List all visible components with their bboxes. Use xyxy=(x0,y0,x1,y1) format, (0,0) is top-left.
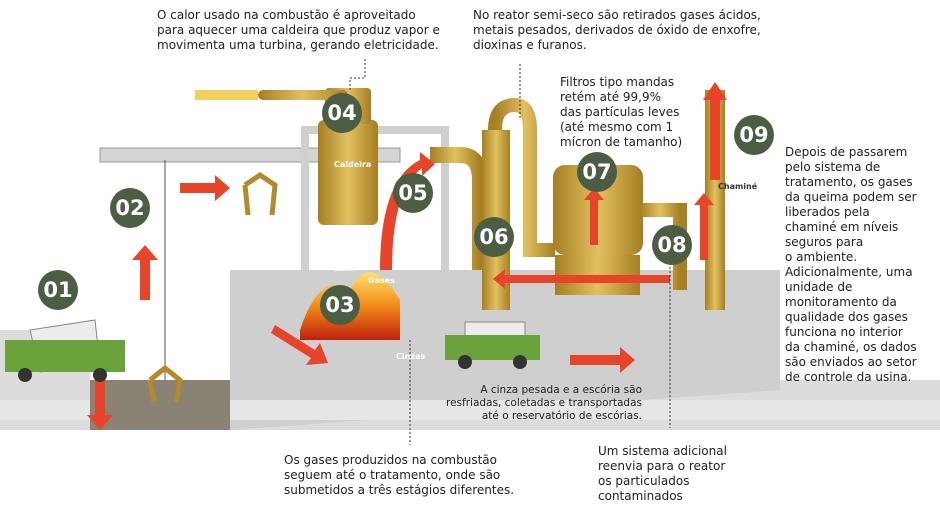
boiler xyxy=(318,120,378,225)
label-ash: Cinzas xyxy=(396,352,426,361)
caption-ash: A cinza pesada e a escória são resfriada… xyxy=(446,384,642,422)
label-gases: Gases xyxy=(368,276,395,285)
step-badge-03: 03 xyxy=(320,285,360,325)
step-badge-06: 06 xyxy=(474,217,514,257)
grab-claw-icon xyxy=(147,364,183,403)
step-badge-05: 05 xyxy=(393,173,433,213)
step-badge-01: 01 xyxy=(38,270,78,310)
caption-chimney: Depois de passarem pelo sistema de trata… xyxy=(785,145,917,384)
garbage-truck xyxy=(5,319,125,382)
label-boiler: Caldeira xyxy=(334,160,372,169)
step-badge-07: 07 xyxy=(577,152,617,192)
step-badge-04: 04 xyxy=(322,93,362,133)
caption-filters: Filtros tipo mandas retém até 99,9% das … xyxy=(560,75,683,149)
step-badge-09: 09 xyxy=(734,115,774,155)
caption-recycle: Um sistema adicional reenvia para o reat… xyxy=(598,444,727,503)
label-heat: Calor xyxy=(333,264,357,273)
waste-pit xyxy=(90,380,230,430)
caption-boiler-heat: O calor usado na combustão é aproveitado… xyxy=(157,8,440,52)
caption-gases: Os gases produzidos na combustão seguem … xyxy=(284,453,515,497)
caption-reactor: No reator semi-seco são retirados gases … xyxy=(473,8,761,52)
label-chimney: Chaminé xyxy=(718,182,758,191)
step-badge-08: 08 xyxy=(652,225,692,265)
ash-truck xyxy=(445,321,540,369)
step-badge-02: 02 xyxy=(110,188,150,228)
